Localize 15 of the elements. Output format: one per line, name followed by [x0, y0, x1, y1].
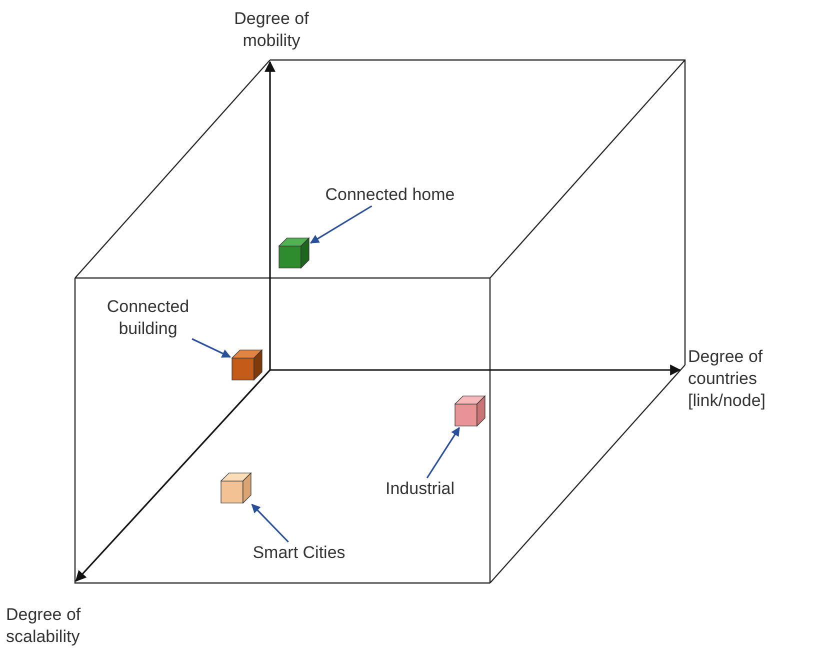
- cube-icon: [220, 472, 252, 504]
- arrow: [192, 338, 231, 358]
- arrow: [251, 504, 289, 543]
- arrow: [426, 426, 460, 478]
- arrow: [310, 205, 372, 244]
- axis-label: Degree of countries [link/node]: [688, 346, 766, 412]
- axis-label: Degree of mobility: [233, 8, 310, 52]
- callout-label: Industrial: [385, 478, 455, 500]
- callout-label: Smart Cities: [252, 542, 346, 564]
- callout-label: Connected building: [104, 296, 192, 340]
- cube-icon: [231, 349, 263, 381]
- axis-label: Degree of scalability: [6, 604, 82, 648]
- cube-icon: [278, 237, 310, 269]
- callout-label: Connected home: [320, 184, 460, 206]
- cube-icon: [454, 395, 486, 427]
